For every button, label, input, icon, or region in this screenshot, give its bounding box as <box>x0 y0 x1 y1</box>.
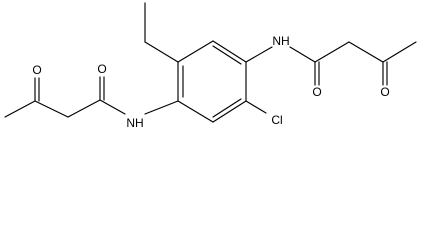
ring-bond-1 <box>177 100 214 123</box>
ring-bond-4 <box>212 40 247 63</box>
bonds <box>4 2 417 123</box>
bond-methyl-right <box>382 41 417 63</box>
atom-nh-left: NH <box>126 116 143 130</box>
bond-methyl-left <box>4 100 36 118</box>
bond-right-ch2-a <box>314 41 350 63</box>
ring-bond-5 <box>177 40 214 63</box>
molecule-structure: O O NH NH O O Cl <box>4 2 417 130</box>
atom-o-amide-right: O <box>312 85 321 99</box>
bond-ring-cl <box>245 100 267 114</box>
bond-n-left-ring <box>144 100 179 115</box>
atom-o-amide-left: O <box>97 62 106 76</box>
atom-nh-right: NH <box>272 34 289 48</box>
bond-left-ch2-b <box>67 99 101 118</box>
bond-ethyl-a <box>144 41 179 63</box>
ring-bond-4-inner <box>212 45 242 65</box>
atom-labels: O O NH NH O O Cl <box>32 34 389 130</box>
bond-right-ch2-b <box>348 41 384 63</box>
bond-left-ch2-a <box>34 100 69 118</box>
bond-ring-n-right <box>245 46 273 63</box>
bond-amide-left-n <box>99 99 126 115</box>
atom-cl: Cl <box>271 113 282 127</box>
ring-bond-2-inner <box>212 98 242 118</box>
ring-bond-2 <box>212 100 247 123</box>
atom-o-ketone-left: O <box>32 63 41 77</box>
bond-n-right-amide <box>289 46 316 63</box>
atom-o-ketone-right: O <box>380 85 389 99</box>
